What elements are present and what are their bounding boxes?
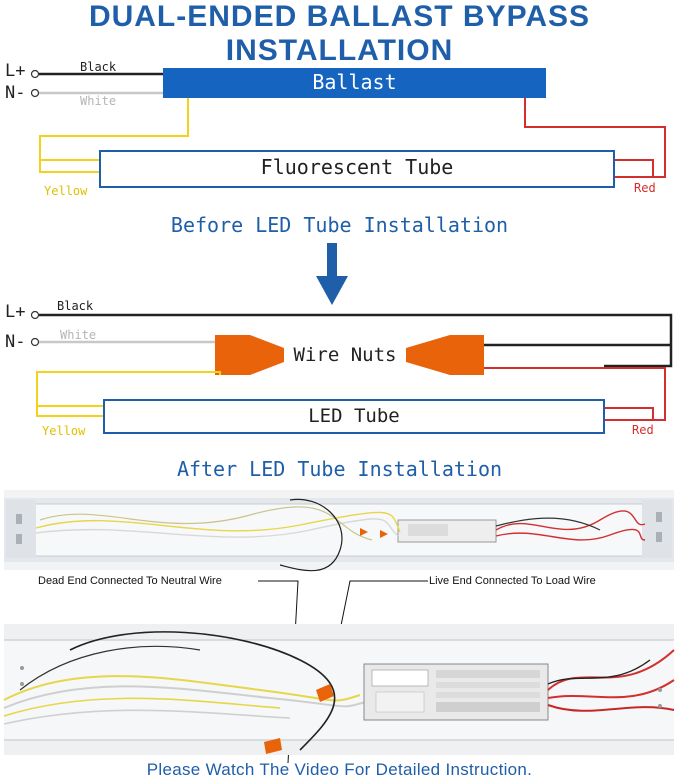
red-wire-after xyxy=(484,367,666,421)
fluorescent-tube-label: Fluorescent Tube xyxy=(260,155,454,179)
fixture-photo-closeup xyxy=(3,624,675,755)
wire-nut-right xyxy=(406,335,484,375)
neutral-terminal-before xyxy=(30,88,40,98)
black-wire-label-after: Black xyxy=(57,299,94,313)
wire-nuts-label: Wire Nuts xyxy=(293,344,397,366)
down-arrow-shaft xyxy=(327,243,337,279)
led-tube-box xyxy=(103,399,605,434)
after-caption: After LED Tube Installation xyxy=(176,457,503,481)
ballast-label: Ballast xyxy=(312,70,397,94)
red-wire-before xyxy=(524,98,666,178)
red-wire-label-before: Red xyxy=(634,181,656,195)
footer-instruction: Please Watch The Video For Detailed Inst… xyxy=(146,760,533,779)
fixture-photo-overview xyxy=(4,490,674,572)
black-wire-after xyxy=(39,313,673,368)
line-terminal-before xyxy=(30,69,40,79)
neutral-terminal-label-after: N- xyxy=(5,332,26,352)
line-terminal-label-before: L+ xyxy=(5,61,26,81)
white-wire-label-after: White xyxy=(60,328,97,342)
dead-end-callout-label: Dead End Connected To Neutral Wire xyxy=(38,575,222,587)
yellow-wire-after xyxy=(36,371,221,417)
white-wire-label-before: White xyxy=(80,94,117,108)
led-tube-label: LED Tube xyxy=(308,405,400,427)
page-title: DUAL-ENDED BALLAST BYPASS INSTALLATION xyxy=(88,0,591,67)
black-wire-label-before: Black xyxy=(80,60,117,74)
line-terminal-label-after: L+ xyxy=(5,302,26,322)
red-wire-after-2 xyxy=(604,407,654,420)
ballast-box xyxy=(163,68,546,98)
neutral-terminal-after xyxy=(30,337,40,347)
line-terminal-after xyxy=(30,310,40,320)
yellow-wire-label-before: Yellow xyxy=(44,184,88,198)
wire-nut-left xyxy=(215,335,284,375)
red-wire-label-after: Red xyxy=(632,423,654,437)
neutral-terminal-label-before: N- xyxy=(5,83,26,103)
live-end-callout-label: Live End Connected To Load Wire xyxy=(429,575,596,587)
yellow-wire-label-after: Yellow xyxy=(42,424,86,438)
down-arrow-head xyxy=(316,276,348,305)
fluorescent-tube-box xyxy=(99,150,615,188)
before-caption: Before LED Tube Installation xyxy=(170,213,509,237)
yellow-wire-before xyxy=(39,98,189,173)
red-wire-before-2 xyxy=(614,159,654,177)
